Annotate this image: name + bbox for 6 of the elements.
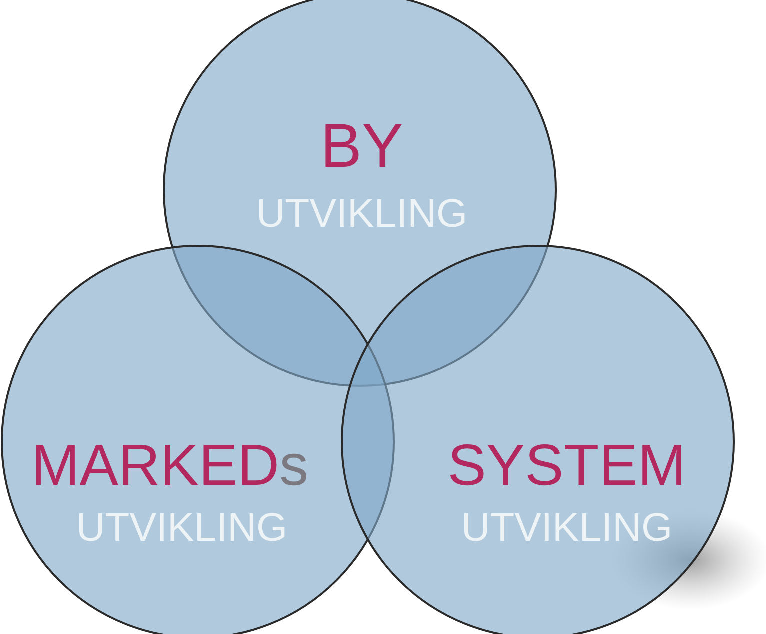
circle-title: MARKEDs bbox=[31, 437, 309, 495]
circle-subtitle: UTVIKLING bbox=[76, 508, 288, 548]
circle-subtitle: UTVIKLING bbox=[256, 194, 468, 234]
circle-subtitle: UTVIKLING bbox=[461, 508, 673, 548]
circle-title: SYSTEM bbox=[448, 437, 686, 495]
circle-title: BY bbox=[320, 116, 404, 178]
